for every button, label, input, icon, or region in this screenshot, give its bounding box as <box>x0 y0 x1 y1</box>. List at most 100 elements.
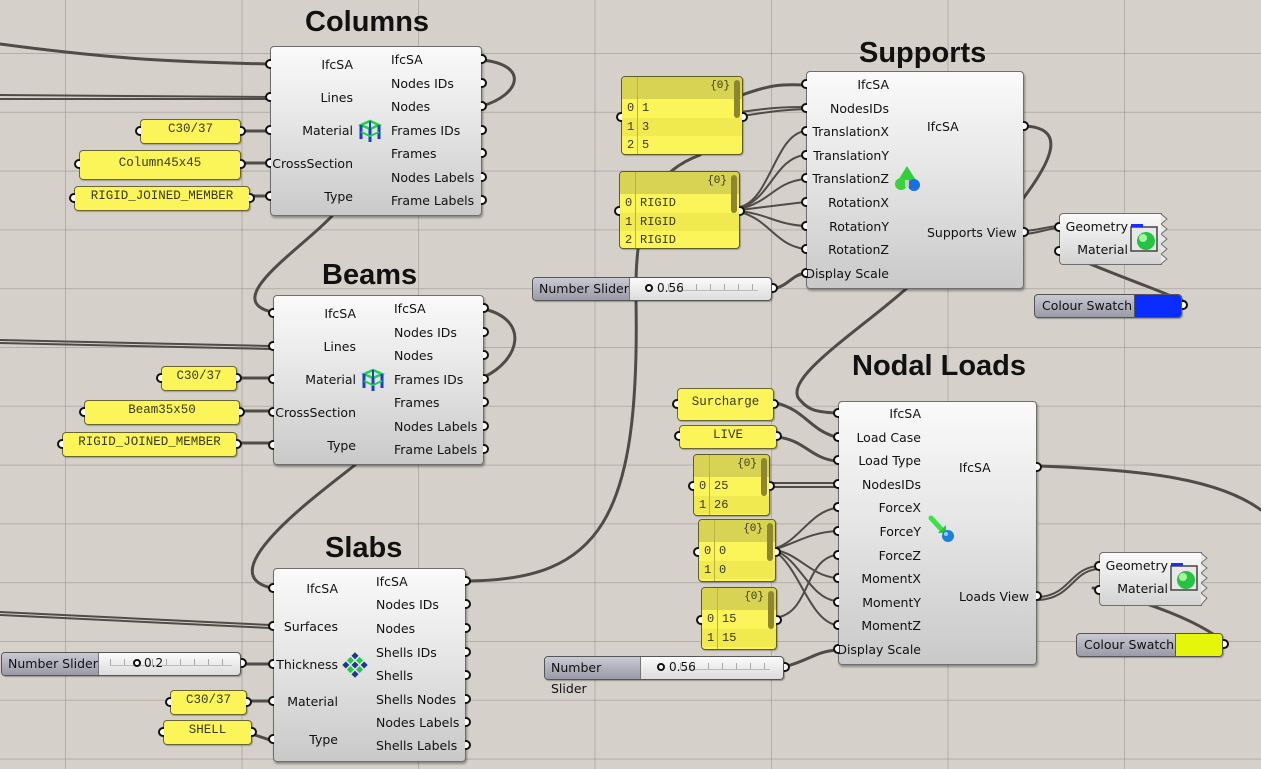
input-port[interactable] <box>268 734 274 744</box>
input-port[interactable] <box>833 431 839 442</box>
input-port[interactable] <box>158 726 164 737</box>
output-port[interactable] <box>481 125 487 135</box>
output-port[interactable] <box>481 101 487 111</box>
type-panel[interactable]: RIGID_JOINED_MEMBER <box>74 186 250 211</box>
output-port[interactable] <box>772 283 778 293</box>
output-port[interactable] <box>483 303 489 313</box>
output-port[interactable] <box>483 397 489 407</box>
input-port[interactable] <box>801 244 807 255</box>
type-panel[interactable]: RIGID_JOINED_MEMBER <box>62 432 237 457</box>
load-case-panel[interactable]: Surcharge <box>677 388 774 421</box>
slider-knob[interactable] <box>645 284 653 292</box>
cross-section-panel[interactable]: Beam35x50 <box>84 400 240 425</box>
output-port[interactable] <box>773 398 779 409</box>
input-port[interactable] <box>265 59 271 69</box>
output-port[interactable] <box>483 327 489 337</box>
output-port[interactable] <box>249 192 255 203</box>
input-port[interactable] <box>74 159 80 169</box>
input-port[interactable] <box>833 573 839 584</box>
slider-track[interactable] <box>680 663 770 670</box>
input-port[interactable] <box>833 526 839 536</box>
input-port[interactable] <box>833 549 839 560</box>
material-panel[interactable]: C30/37 <box>170 690 247 715</box>
input-port[interactable] <box>616 111 622 122</box>
input-port[interactable] <box>696 614 702 625</box>
output-port[interactable] <box>240 159 246 169</box>
input-port[interactable] <box>833 502 839 513</box>
output-port[interactable] <box>742 111 748 122</box>
input-port[interactable] <box>1054 246 1060 256</box>
material-panel[interactable]: C30/37 <box>140 119 241 144</box>
input-port[interactable] <box>268 583 274 593</box>
input-port[interactable] <box>801 149 807 160</box>
output-port[interactable] <box>769 481 775 491</box>
output-port[interactable] <box>236 372 242 383</box>
output-port[interactable] <box>1023 227 1029 237</box>
load-type-panel[interactable]: LIVE <box>679 425 777 449</box>
input-port[interactable] <box>165 696 171 707</box>
input-port[interactable] <box>688 481 694 491</box>
output-port[interactable] <box>483 350 489 360</box>
input-port[interactable] <box>79 406 85 417</box>
swatch-color[interactable] <box>1175 634 1222 656</box>
panel-scrollbar[interactable] <box>731 175 737 213</box>
slider-knob[interactable] <box>133 659 141 667</box>
panel-scrollbar[interactable] <box>761 458 767 496</box>
input-port[interactable] <box>833 596 839 607</box>
input-port[interactable] <box>833 644 839 654</box>
output-port[interactable] <box>465 717 471 727</box>
input-port[interactable] <box>265 191 271 201</box>
input-port[interactable] <box>135 125 141 136</box>
output-port[interactable] <box>481 195 487 205</box>
output-port[interactable] <box>784 662 790 672</box>
output-port[interactable] <box>483 421 489 431</box>
input-port[interactable] <box>265 158 271 168</box>
panel-scrollbar[interactable] <box>768 591 774 629</box>
input-port[interactable] <box>801 197 807 207</box>
input-port[interactable] <box>801 126 807 137</box>
output-port[interactable] <box>481 148 487 158</box>
input-port[interactable] <box>1094 561 1100 571</box>
input-port[interactable] <box>833 455 839 466</box>
panel-scrollbar[interactable] <box>734 80 740 118</box>
input-port[interactable] <box>801 267 807 278</box>
slider-track[interactable] <box>668 284 758 291</box>
input-port[interactable] <box>1054 222 1060 232</box>
swatch-color[interactable] <box>1134 295 1181 317</box>
output-port[interactable] <box>1223 639 1229 649</box>
input-port[interactable] <box>268 621 274 631</box>
input-port[interactable] <box>801 79 807 89</box>
output-port[interactable] <box>465 647 471 657</box>
input-port[interactable] <box>265 92 271 102</box>
output-port[interactable] <box>1023 121 1029 131</box>
panel-scrollbar[interactable] <box>767 523 773 561</box>
input-port[interactable] <box>833 408 839 418</box>
input-port[interactable] <box>268 407 274 417</box>
input-port[interactable] <box>268 374 274 384</box>
slider-track[interactable] <box>110 659 232 666</box>
input-port[interactable] <box>672 398 678 409</box>
output-port[interactable] <box>465 623 471 633</box>
output-port[interactable] <box>465 740 471 750</box>
output-port[interactable] <box>775 546 781 557</box>
input-port[interactable] <box>801 102 807 113</box>
type-panel[interactable]: SHELL <box>163 720 252 745</box>
output-port[interactable] <box>246 696 252 707</box>
input-port[interactable] <box>268 659 274 669</box>
input-port[interactable] <box>268 696 274 706</box>
output-port[interactable] <box>1182 300 1188 310</box>
slider-knob[interactable] <box>657 663 665 671</box>
output-port[interactable] <box>776 614 782 625</box>
output-port[interactable] <box>1036 462 1042 472</box>
